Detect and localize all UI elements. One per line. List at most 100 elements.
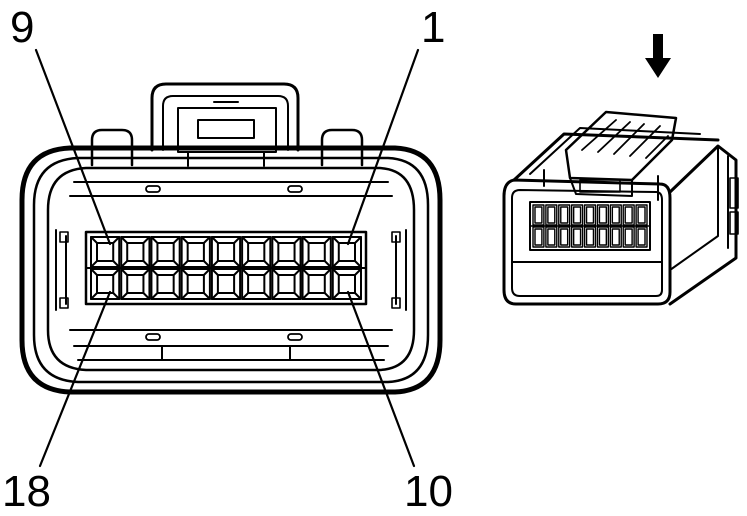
pin-chamfer xyxy=(180,260,189,268)
pin-cavity xyxy=(150,236,181,268)
pin-chamfer xyxy=(263,260,272,268)
pin-chamfer xyxy=(263,292,272,300)
pin-terminal xyxy=(547,228,556,246)
connector-face xyxy=(19,48,443,468)
pin-cavity xyxy=(271,268,302,300)
pin-chamfer xyxy=(233,236,242,244)
pin-cavity xyxy=(301,268,332,300)
pin-chamfer xyxy=(331,260,340,268)
pin-chamfer xyxy=(120,268,129,276)
pin-cavity xyxy=(622,226,635,248)
pin-label-1: 1 xyxy=(421,3,446,52)
leader-line-18 xyxy=(38,290,112,468)
pin-cavity xyxy=(150,268,181,300)
pin-cavity xyxy=(90,268,121,300)
pin-chamfer xyxy=(210,236,219,244)
pin-chamfer xyxy=(293,260,302,268)
pin-terminal xyxy=(277,242,296,262)
pin-cavity xyxy=(635,226,648,248)
pin-chamfer xyxy=(180,268,189,276)
pin-chamfer xyxy=(354,236,362,244)
pin-terminal xyxy=(624,206,633,224)
pin-label-9: 9 xyxy=(10,3,35,52)
pin-chamfer xyxy=(354,292,362,300)
pin-cavity xyxy=(241,268,272,300)
pin-terminal xyxy=(585,206,595,224)
pin-terminal xyxy=(598,206,608,224)
pin-cavity xyxy=(532,204,545,226)
pin-terminal xyxy=(126,274,145,294)
pin-cavity xyxy=(583,204,597,226)
pin-chamfer xyxy=(210,260,219,268)
pin-chamfer xyxy=(271,292,280,300)
pin-terminal xyxy=(337,274,356,294)
pin-chamfer xyxy=(120,236,129,244)
pin-chamfer xyxy=(142,292,151,300)
pin-terminal xyxy=(560,228,569,246)
pin-cavity xyxy=(558,226,571,248)
pin-chamfer xyxy=(323,268,332,276)
pin-chamfer xyxy=(263,268,272,276)
pin-terminal xyxy=(611,228,620,246)
pin-chamfer xyxy=(293,268,302,276)
pin-chamfer xyxy=(172,292,181,300)
pin-chamfer xyxy=(112,236,121,244)
pin-chamfer xyxy=(150,260,159,268)
pin-cavity xyxy=(596,204,610,226)
pin-terminal xyxy=(572,228,582,246)
pin-cavity xyxy=(90,236,121,268)
pin-chamfer xyxy=(180,236,189,244)
pin-chamfer xyxy=(142,236,151,244)
pin-cavities xyxy=(90,236,362,300)
pin-cavity xyxy=(622,204,635,226)
pin-terminal xyxy=(216,242,236,262)
pin-chamfer xyxy=(90,268,98,276)
pin-terminal xyxy=(611,206,620,224)
pin-terminal xyxy=(307,242,326,262)
pin-terminal xyxy=(216,274,236,294)
pin-cavity xyxy=(545,204,558,226)
pin-chamfer xyxy=(150,292,159,300)
pin-chamfer xyxy=(90,236,98,244)
pin-terminal xyxy=(585,228,595,246)
pin-cavity xyxy=(210,236,242,268)
pin-chamfer xyxy=(202,260,211,268)
pin-terminal xyxy=(156,242,175,262)
pin-terminal xyxy=(598,228,608,246)
pin-chamfer xyxy=(301,292,310,300)
pin-chamfer xyxy=(120,292,129,300)
pin-terminal xyxy=(96,274,115,294)
pin-terminal xyxy=(186,242,205,262)
pin-chamfer xyxy=(293,292,302,300)
pin-chamfer xyxy=(210,292,219,300)
pin-cavity xyxy=(301,236,332,268)
pin-cavity xyxy=(120,268,151,300)
pin-chamfer xyxy=(142,260,151,268)
pin-terminal xyxy=(337,242,356,262)
pin-chamfer xyxy=(331,268,340,276)
pin-cavity xyxy=(271,236,302,268)
pin-chamfer xyxy=(180,292,189,300)
pin-chamfer xyxy=(301,236,310,244)
pin-chamfer xyxy=(142,268,151,276)
pin-cavity xyxy=(532,226,545,248)
pin-terminal xyxy=(186,274,205,294)
pin-chamfer xyxy=(172,260,181,268)
pin-terminal xyxy=(307,274,326,294)
pin-terminal xyxy=(156,274,175,294)
pin-chamfer xyxy=(233,292,242,300)
pin-cavity xyxy=(596,226,610,248)
down-arrow-icon xyxy=(645,34,671,78)
pin-chamfer xyxy=(241,292,250,300)
pin-terminal xyxy=(624,228,633,246)
pin-chamfer xyxy=(354,268,362,276)
pin-cavity xyxy=(180,236,211,268)
pin-chamfer xyxy=(241,260,250,268)
pin-chamfer xyxy=(202,292,211,300)
pin-chamfer xyxy=(202,236,211,244)
pin-chamfer xyxy=(271,260,280,268)
pin-cavity xyxy=(180,268,211,300)
pin-terminal xyxy=(637,206,646,224)
